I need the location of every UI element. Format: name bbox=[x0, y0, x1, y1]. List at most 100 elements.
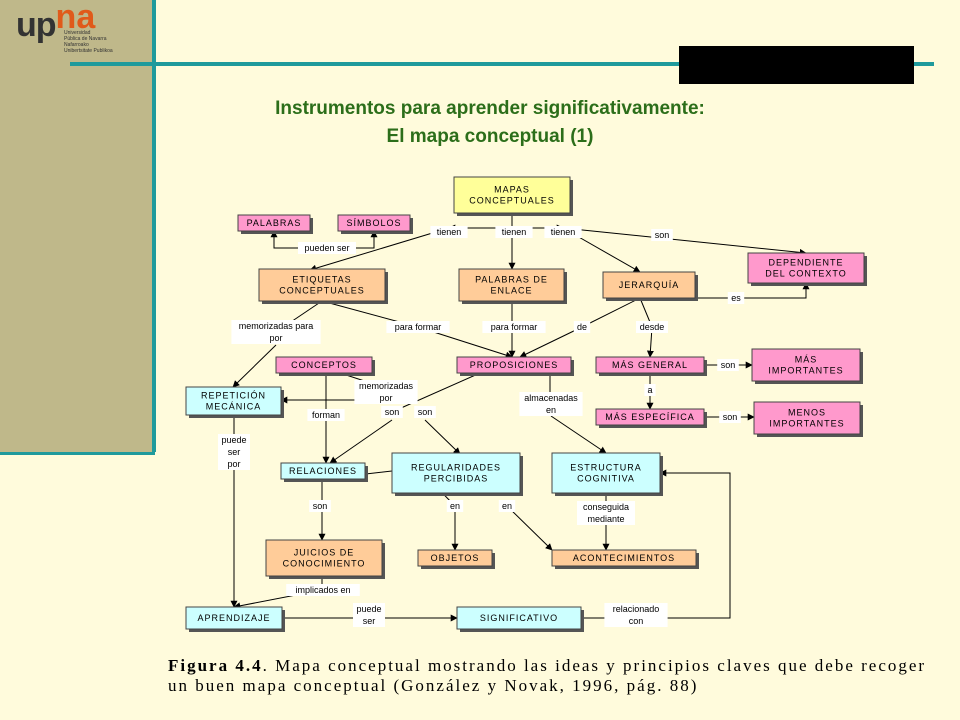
node-label: RELACIONES bbox=[289, 466, 357, 476]
link-label-para-formar2: para formar bbox=[482, 321, 546, 333]
node-label: REGULARIDADES bbox=[411, 463, 501, 473]
link-label-text: en bbox=[546, 405, 556, 415]
link-label-bg bbox=[309, 500, 331, 512]
node-label: REPETICIÓN bbox=[201, 391, 266, 401]
node-label: PERCIBIDAS bbox=[424, 474, 489, 484]
link-label-text: en bbox=[502, 501, 512, 511]
figure-caption: Figura 4.4. Mapa conceptual mostrando la… bbox=[168, 656, 928, 696]
node-label: CONOCIMIENTO bbox=[283, 559, 366, 569]
logo-na: na bbox=[55, 0, 96, 36]
link-label-en1: en bbox=[446, 500, 464, 512]
node-label: IMPORTANTES bbox=[768, 366, 843, 376]
link-label-bg bbox=[519, 392, 583, 416]
link-label-text: para formar bbox=[395, 322, 442, 332]
edge-arrow bbox=[550, 415, 607, 454]
node-label: PALABRAS DE bbox=[475, 275, 548, 285]
link-label-text: son bbox=[313, 501, 328, 511]
link-label-text: es bbox=[731, 293, 741, 303]
link-label-text: puede bbox=[356, 604, 381, 614]
link-label-bg bbox=[573, 321, 591, 333]
link-label-bg bbox=[544, 226, 582, 238]
node-box bbox=[275, 356, 373, 374]
node-label: DEL CONTEXTO bbox=[765, 269, 847, 279]
link-label-bg bbox=[719, 411, 741, 423]
node-box bbox=[753, 401, 861, 435]
node-label: JERARQUÍA bbox=[619, 280, 680, 290]
link-label-text: conseguida bbox=[583, 502, 629, 512]
link-label-text: puede bbox=[221, 435, 246, 445]
node-label: SIGNIFICATIVO bbox=[480, 613, 558, 623]
node-conceptos: CONCEPTOS bbox=[275, 356, 375, 376]
node-label: ACONTECIMIENTOS bbox=[573, 553, 675, 563]
node-box bbox=[456, 356, 572, 374]
link-label-text: son bbox=[385, 407, 400, 417]
link-label-text: implicados en bbox=[295, 585, 350, 595]
link-label-son3: son bbox=[719, 411, 741, 423]
node-label: PROPOSICIONES bbox=[470, 360, 559, 370]
link-label-bg bbox=[231, 320, 321, 344]
link-label-bg bbox=[636, 321, 668, 333]
link-label-text: tienen bbox=[551, 227, 576, 237]
page-title-line1: Instrumentos para aprender significativa… bbox=[275, 98, 705, 119]
edge-arrow bbox=[232, 344, 277, 388]
link-label-son5: son bbox=[414, 406, 436, 418]
link-label-text: por bbox=[227, 459, 240, 469]
node-label: MÁS bbox=[795, 355, 818, 365]
link-label-text: son bbox=[655, 230, 670, 240]
link-label-text: desde bbox=[640, 322, 665, 332]
link-label-text: tienen bbox=[502, 227, 527, 237]
link-label-text: tienen bbox=[437, 227, 462, 237]
link-label-bg bbox=[414, 406, 436, 418]
node-box bbox=[551, 452, 661, 494]
link-label-bg bbox=[482, 321, 546, 333]
page-title-line2: El mapa conceptual (1) bbox=[386, 126, 594, 147]
node-box bbox=[417, 549, 493, 567]
link-label-text: almacenadas bbox=[524, 393, 578, 403]
edge-arrow bbox=[562, 227, 807, 256]
logo-sub-line: Nafarroako bbox=[64, 42, 89, 48]
node-label: APRENDIZAJE bbox=[197, 613, 270, 623]
node-box bbox=[280, 462, 366, 480]
link-label-de: de bbox=[573, 321, 591, 333]
node-jerarquia: JERARQUÍA bbox=[602, 271, 698, 301]
logo-sub-line: Unibertsitate Publikoa bbox=[64, 48, 113, 54]
sidebar-panel bbox=[0, 0, 155, 455]
link-label-text: son bbox=[721, 360, 736, 370]
edge-arrow bbox=[354, 230, 378, 249]
link-label-text: a bbox=[647, 385, 652, 395]
node-box bbox=[456, 606, 582, 630]
link-label-bg bbox=[386, 321, 450, 333]
link-label-son1: son bbox=[651, 229, 673, 241]
link-label-bg bbox=[446, 500, 464, 512]
node-box bbox=[551, 549, 697, 567]
node-label: MÁS ESPECÍFICA bbox=[605, 412, 695, 422]
link-label-text: de bbox=[577, 322, 587, 332]
node-label: SÍMBOLOS bbox=[346, 218, 401, 228]
link-label-bg bbox=[298, 242, 356, 254]
link-label-bg bbox=[717, 359, 739, 371]
link-label-tienen1: tienen bbox=[430, 226, 468, 238]
node-label: MENOS bbox=[788, 408, 826, 418]
link-label-bg bbox=[604, 603, 668, 627]
node-box bbox=[458, 268, 565, 302]
logo-sub-line: Universidad bbox=[64, 30, 91, 36]
node-simbolos: SÍMBOLOS bbox=[337, 214, 413, 234]
link-label-text: memorizadas para bbox=[239, 321, 314, 331]
logo-subtitle: Universidad Pública de Navarra Nafarroak… bbox=[64, 30, 134, 54]
logo-up: up bbox=[16, 6, 57, 44]
node-label: IMPORTANTES bbox=[769, 419, 844, 429]
link-label-almacenadas-en: almacenadas en bbox=[519, 392, 583, 416]
node-label: CONCEPTUALES bbox=[279, 286, 365, 296]
node-box bbox=[258, 268, 386, 302]
link-label-text: relacionado bbox=[613, 604, 660, 614]
node-significativo: SIGNIFICATIVO bbox=[456, 606, 584, 632]
link-label-bg bbox=[644, 384, 656, 396]
